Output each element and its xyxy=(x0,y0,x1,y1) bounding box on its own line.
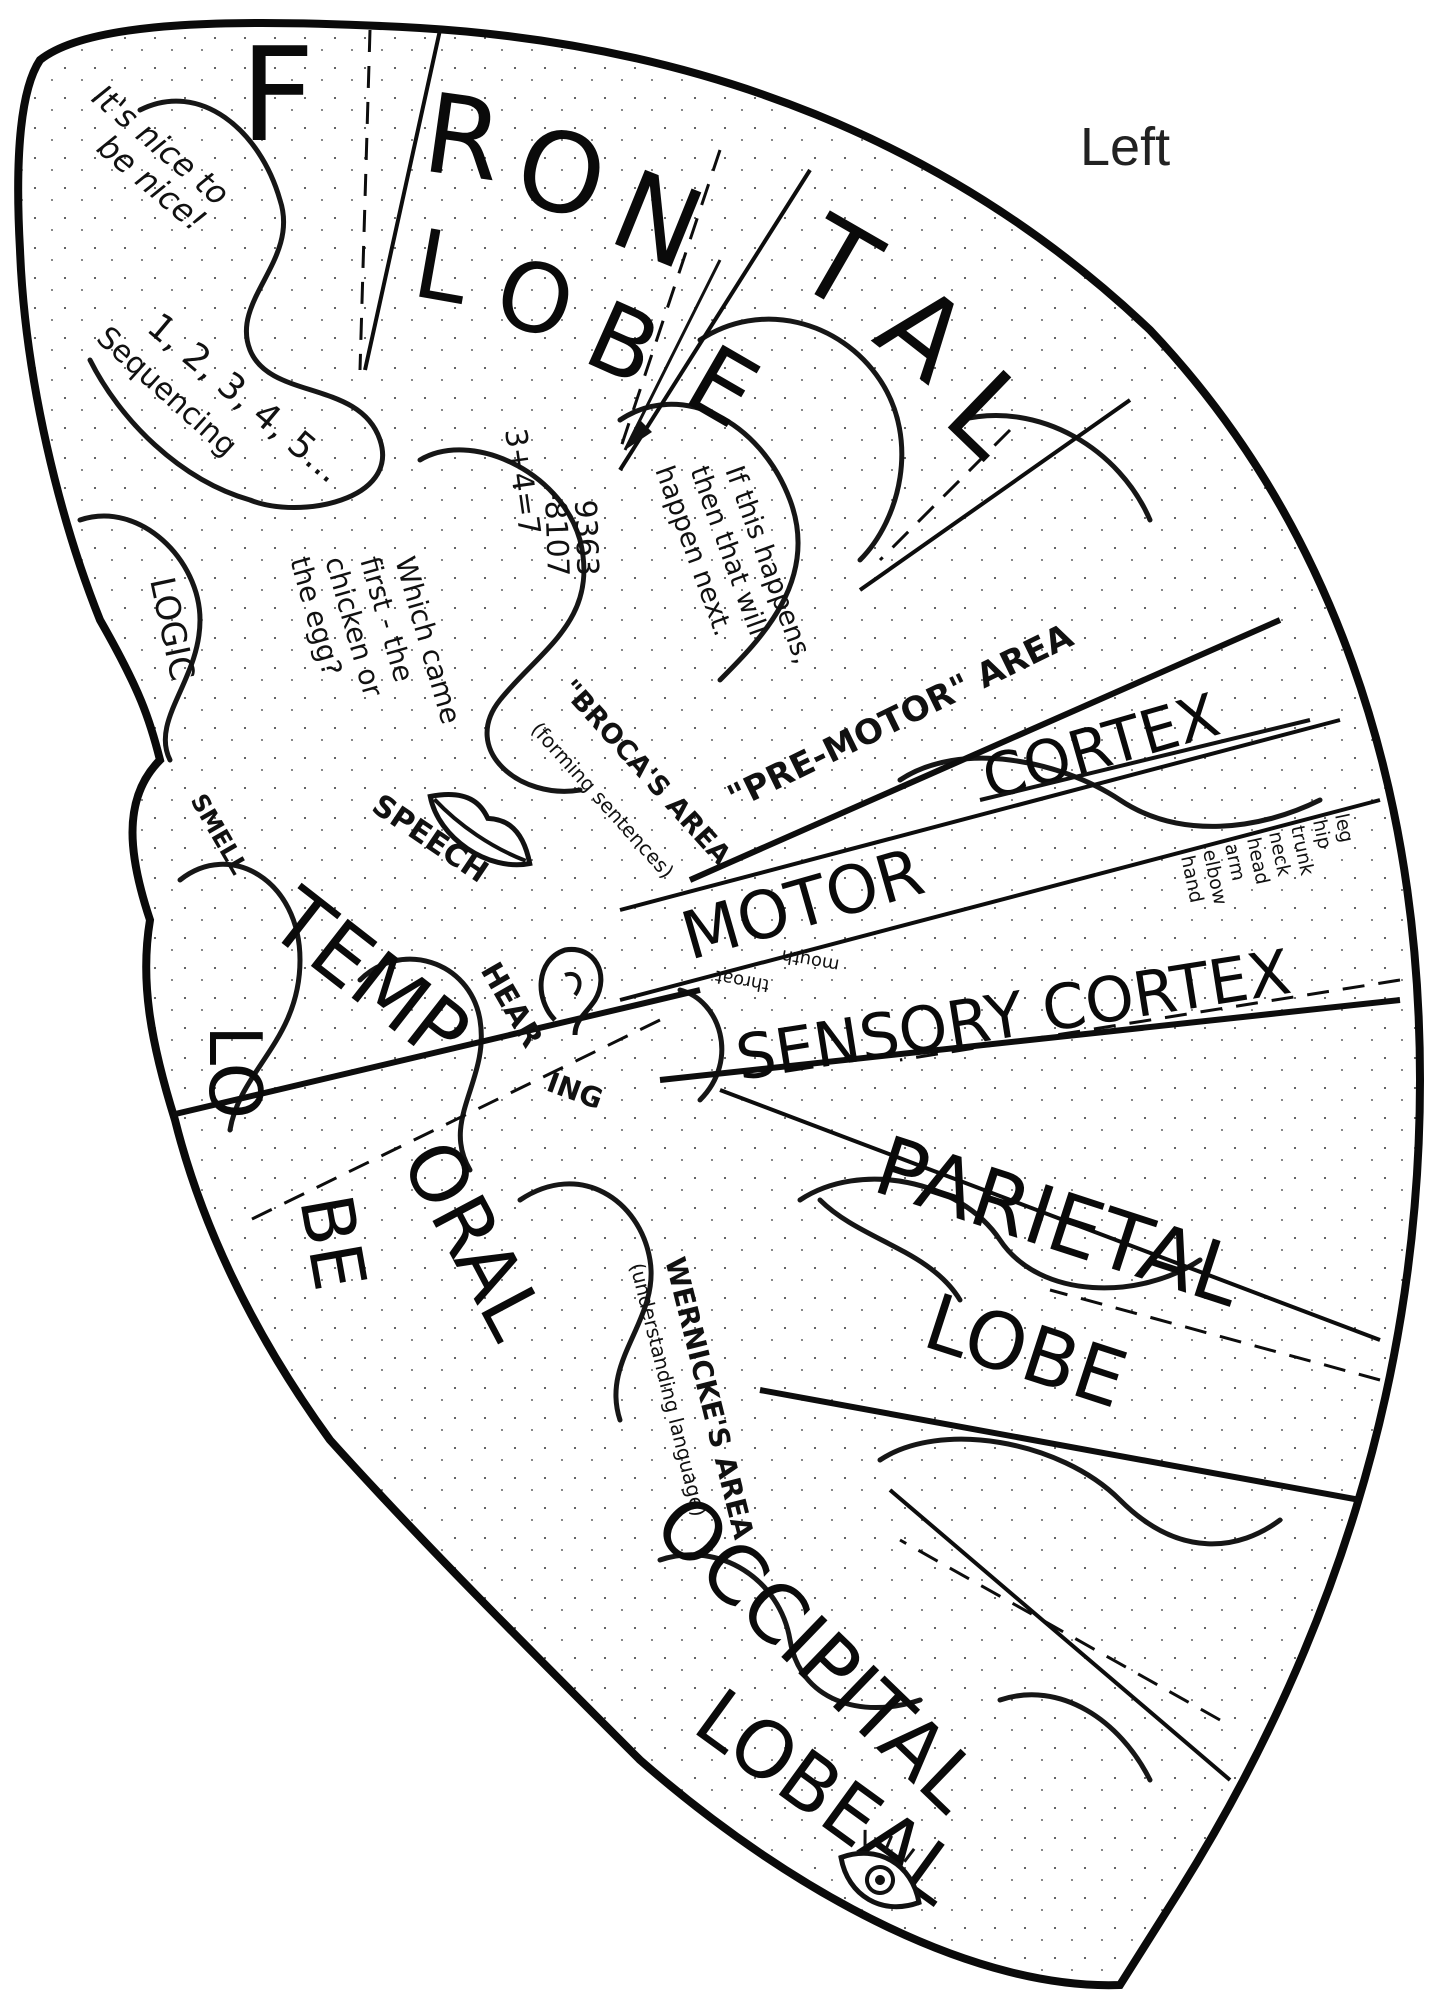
corner-label: Left xyxy=(1080,117,1170,177)
note-math-bottom: -8107 xyxy=(537,489,575,577)
temporal-part-be: BE xyxy=(283,1188,382,1296)
temporal-part-lo: LO xyxy=(193,1025,277,1119)
frontal-letter-f: F xyxy=(240,19,315,171)
